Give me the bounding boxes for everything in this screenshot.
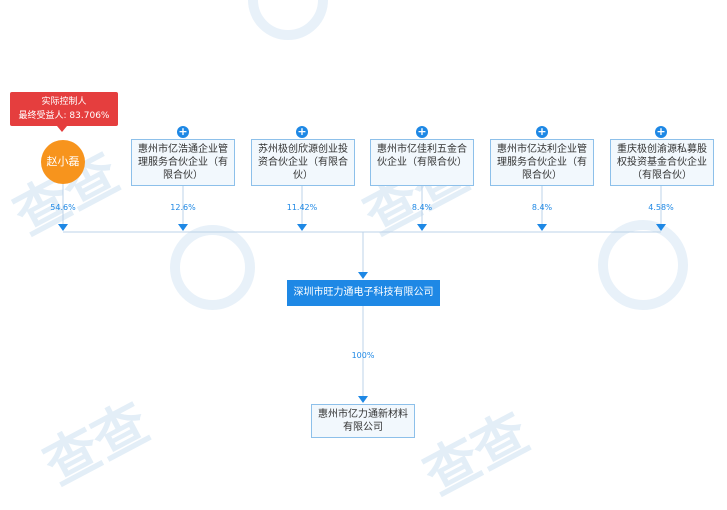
shareholding-percent: 11.42%: [286, 203, 318, 212]
arrow-down-icon: [417, 224, 427, 231]
plus-circle-icon[interactable]: +: [416, 125, 428, 138]
shareholder-company-node[interactable]: 惠州市亿达利企业管理服务合伙企业（有限合伙）: [490, 139, 594, 186]
shareholder-person-node[interactable]: 赵小磊: [41, 140, 85, 184]
controller-callout: 实际控制人 最终受益人: 83.706%: [10, 92, 118, 126]
plus-circle-icon[interactable]: +: [536, 125, 548, 138]
center-company-node[interactable]: 深圳市旺力通电子科技有限公司: [287, 280, 440, 306]
callout-line-1: 实际控制人: [41, 97, 87, 107]
arrow-down-icon: [178, 224, 188, 231]
plus-circle-icon[interactable]: +: [177, 125, 189, 138]
arrow-down-icon: [58, 224, 68, 231]
shareholder-company-node[interactable]: 苏州极创欣源创业投资合伙企业（有限合伙）: [251, 139, 355, 186]
arrow-down-icon: [297, 224, 307, 231]
shareholder-company-node[interactable]: 重庆极创渝源私募股权投资基金合伙企业（有限合伙）: [610, 139, 714, 186]
arrow-down-icon: [537, 224, 547, 231]
shareholding-percent: 8.4%: [411, 203, 433, 212]
callout-line-2: 最终受益人: 83.706%: [18, 111, 110, 121]
shareholder-company-node[interactable]: 惠州市亿浩通企业管理服务合伙企业（有限合伙）: [131, 139, 235, 186]
shareholder-company-node[interactable]: 惠州市亿佳利五金合伙企业（有限合伙）: [370, 139, 474, 186]
shareholding-percent: 54.6%: [50, 203, 76, 212]
arrow-down-icon: [358, 396, 368, 403]
shareholding-percent: 4.58%: [648, 203, 674, 212]
callout-tail: [57, 126, 67, 132]
plus-circle-icon[interactable]: +: [655, 125, 667, 138]
connector-lines: [62, 180, 662, 396]
arrow-down-icon: [656, 224, 666, 231]
shareholding-percent: 12.6%: [170, 203, 196, 212]
plus-circle-icon[interactable]: +: [296, 125, 308, 138]
arrow-down-icon: [358, 272, 368, 279]
shareholding-percent: 8.4%: [531, 203, 553, 212]
subsidiary-company-node[interactable]: 惠州市亿力通新材料有限公司: [311, 404, 415, 438]
subsidiary-percent: 100%: [351, 351, 375, 360]
